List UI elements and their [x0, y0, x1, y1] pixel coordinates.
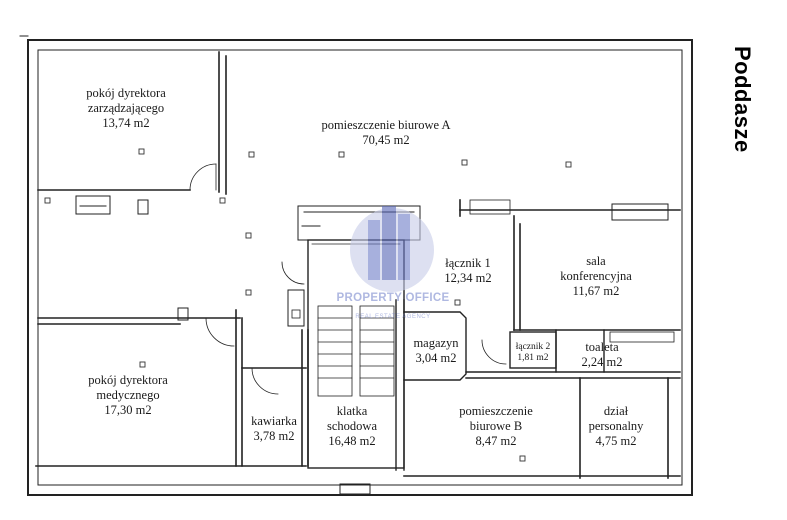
room-dzial-personalny: dział personalny 4,75 m2: [588, 404, 644, 448]
outer-wall: [27, 39, 693, 496]
room-sala-konferencyjna: sala konferencyjna 11,67 m2: [560, 254, 632, 298]
stair-flight-left: [317, 305, 353, 397]
wall-kawiarka: [241, 329, 309, 467]
column-markers: [44, 148, 572, 462]
watermark-logo: [350, 206, 434, 292]
room-dyrektor-medyczny: pokój dyrektora medycznego 17,30 m2: [88, 373, 168, 417]
wall-sala-konferencyjna: [459, 199, 681, 331]
wall-lacznik-toaleta: [465, 329, 681, 379]
room-kawiarka: kawiarka 3,78 m2: [251, 414, 297, 443]
room-lacznik-2: łącznik 2 1,81 m2: [515, 342, 551, 363]
wall-bottom-right: [35, 377, 681, 479]
room-lacznik-1: łącznik 1 12,34 m2: [444, 256, 492, 285]
room-biurowe-b: pomieszczenie biurowe B 8,47 m2: [459, 404, 533, 448]
counter-left: [75, 195, 149, 215]
door-arc-medyczny: [205, 317, 235, 347]
room-magazyn: magazyn 3,04 m2: [413, 336, 459, 365]
room-klatka-schodowa: klatka schodowa 16,48 m2: [327, 404, 377, 448]
room-toaleta: toaleta 2,24 m2: [581, 340, 623, 369]
stair-flight-right: [359, 305, 395, 397]
wall-magazyn: [403, 311, 467, 381]
room-biurowe-a: pomieszczenie biurowe A 70,45 m2: [321, 118, 451, 147]
wall-middle-left: [37, 309, 243, 467]
watermark-tagline: REAL ESTATE AGENCY: [355, 314, 431, 320]
door-arc-zarzadzajacy: [189, 163, 217, 191]
floor-title: Poddasze: [730, 46, 755, 153]
wall-dyrektor-zarzadzajacy: [37, 51, 227, 195]
room-dyrektor-zarzadzajacy: pokój dyrektora zarządzającego 13,74 m2: [86, 86, 166, 130]
watermark-brand: PROPERTY OFFICE: [336, 292, 450, 304]
outer-wall-inner: [37, 49, 683, 486]
